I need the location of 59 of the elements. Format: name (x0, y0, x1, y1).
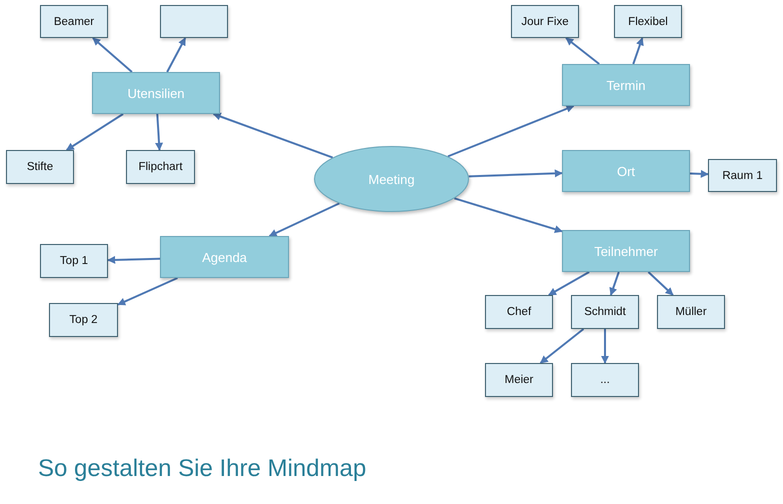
leaf-box (126, 150, 195, 184)
node-label: Termin (606, 78, 646, 92)
node-label: Top 1 (60, 255, 88, 267)
topic-ellipse (314, 146, 469, 212)
leaf-box (511, 5, 579, 38)
leaf-box (40, 244, 108, 278)
node-label: Teilnehmer (594, 244, 658, 258)
arrow (632, 37, 644, 64)
arrow (609, 272, 620, 296)
node-label: Stifte (26, 161, 54, 173)
node-label: Utensilien (127, 86, 185, 100)
arrow (448, 104, 574, 158)
arrow (155, 114, 164, 151)
leaf-box (40, 5, 108, 38)
leaf-box (614, 5, 682, 38)
node-label: Meier (504, 374, 534, 386)
arrow (117, 277, 178, 306)
node-label: Flexibel (628, 16, 668, 28)
arrow (690, 170, 709, 178)
arrow (66, 113, 124, 151)
arrow (92, 37, 133, 73)
arrow (166, 37, 186, 72)
node-label: Ort (616, 164, 636, 178)
leaf-box (571, 363, 639, 397)
branch-box (562, 230, 690, 272)
node-label: Schmidt (584, 306, 626, 318)
leaf-box (485, 363, 553, 397)
arrow (601, 329, 609, 364)
leaf-box (49, 303, 118, 337)
arrow (548, 271, 590, 296)
arrow (565, 37, 600, 65)
node-label: Flipchart (138, 161, 183, 173)
node-label: Beamer (54, 16, 94, 28)
leaf-box (571, 295, 639, 329)
arrow (540, 328, 584, 364)
node-label: Agenda (202, 250, 247, 264)
empty-box (160, 5, 228, 38)
arrow (648, 271, 674, 296)
leaf-box (6, 150, 74, 184)
leaf-box (657, 295, 725, 329)
node-label: ... (600, 374, 610, 386)
node-label: Jour Fixe (521, 16, 569, 28)
branch-box (562, 150, 690, 192)
node-label: Müller (675, 306, 707, 318)
arrow (454, 197, 563, 234)
node-label: Raum 1 (722, 170, 763, 182)
arrow (468, 169, 563, 178)
arrow (212, 112, 334, 158)
branch-box (92, 72, 220, 114)
branch-box (562, 64, 690, 106)
node-label: Meeting (368, 172, 415, 186)
arrow (107, 256, 160, 264)
diagram-title: So gestalten Sie Ihre Mindmap (38, 455, 366, 483)
branch-box (160, 236, 289, 278)
node-label: Top 2 (69, 314, 98, 326)
arrow (268, 202, 340, 237)
leaf-box (708, 159, 777, 192)
node-label: Chef (506, 306, 532, 318)
leaf-box (485, 295, 553, 329)
